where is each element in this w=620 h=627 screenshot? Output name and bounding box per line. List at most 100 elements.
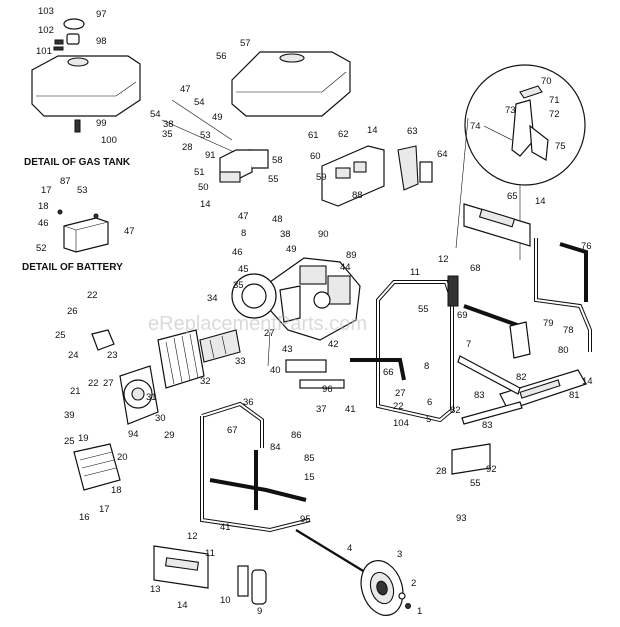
- callout-45: 45: [238, 264, 249, 275]
- callout-68: 68: [470, 263, 481, 274]
- callout-48: 48: [272, 214, 283, 225]
- wheel-assembly: [295, 529, 411, 616]
- callout-47: 47: [124, 226, 135, 237]
- callout-76: 76: [581, 241, 592, 252]
- alternator: [157, 329, 241, 389]
- rear-housing: [73, 329, 159, 491]
- callout-28: 28: [436, 466, 447, 477]
- callout-12: 12: [187, 531, 198, 542]
- callout-66: 66: [383, 367, 394, 378]
- callout-74: 74: [470, 121, 481, 132]
- callout-31: 31: [146, 392, 157, 403]
- callout-38: 38: [280, 229, 291, 240]
- caption-gas-tank-detail: DETAIL OF GAS TANK: [24, 157, 131, 168]
- callout-65: 65: [507, 191, 518, 202]
- callout-59: 59: [316, 172, 327, 183]
- callout-41: 41: [345, 404, 356, 415]
- callout-24: 24: [68, 350, 79, 361]
- battery-detail: [57, 209, 109, 253]
- gas-tank: [231, 51, 351, 117]
- callout-11: 11: [205, 548, 215, 559]
- callout-38: 38: [163, 119, 174, 130]
- callout-27: 27: [264, 328, 275, 339]
- callout-26: 26: [67, 306, 78, 317]
- callout-88: 88: [352, 190, 363, 201]
- callout-98: 98: [96, 36, 107, 47]
- callout-70: 70: [541, 76, 552, 87]
- callout-6: 6: [427, 397, 432, 408]
- callout-50: 50: [198, 182, 209, 193]
- callout-41: 41: [220, 522, 231, 533]
- callout-14: 14: [535, 196, 546, 207]
- callout-27: 27: [103, 378, 114, 389]
- callout-34: 34: [207, 293, 218, 304]
- callout-96: 96: [322, 384, 333, 395]
- callout-47: 47: [238, 211, 249, 222]
- callout-92: 92: [486, 464, 497, 475]
- callout-2: 2: [411, 578, 416, 589]
- callout-62: 62: [338, 129, 349, 140]
- callout-101: 101: [36, 46, 52, 57]
- callout-27: 27: [395, 388, 406, 399]
- callout-1: 1: [417, 606, 422, 617]
- callout-99: 99: [96, 118, 107, 129]
- callout-33: 33: [235, 356, 246, 367]
- callout-39: 39: [64, 410, 75, 421]
- callout-22: 22: [87, 290, 98, 301]
- callout-10: 10: [220, 595, 231, 606]
- callout-29: 29: [164, 430, 175, 441]
- watermark: eReplacementParts.com: [148, 313, 367, 335]
- callout-7: 7: [466, 339, 471, 350]
- callout-28: 28: [182, 142, 193, 153]
- gas-tank-detail: [31, 18, 141, 133]
- callout-49: 49: [212, 112, 223, 123]
- callout-47: 47: [180, 84, 191, 95]
- side-panels: [153, 203, 587, 589]
- callout-73: 73: [505, 105, 516, 116]
- callout-32: 32: [200, 376, 211, 387]
- callout-75: 75: [555, 141, 566, 152]
- callout-83: 83: [482, 420, 493, 431]
- callout-54: 54: [150, 109, 161, 120]
- callout-13: 13: [150, 584, 161, 595]
- callout-72: 72: [549, 109, 560, 120]
- bracket-assembly: [161, 99, 269, 183]
- callout-11: 11: [410, 267, 420, 278]
- callout-4: 4: [347, 543, 352, 554]
- callout-14: 14: [367, 125, 378, 136]
- callout-3: 3: [397, 549, 402, 560]
- callout-93: 93: [456, 513, 467, 524]
- callout-12: 12: [438, 254, 449, 265]
- callout-90: 90: [318, 229, 329, 240]
- callout-100: 100: [101, 135, 117, 146]
- callout-25: 25: [55, 330, 66, 341]
- callout-69: 69: [457, 310, 468, 321]
- callout-56: 56: [216, 51, 227, 62]
- callout-36: 36: [243, 397, 254, 408]
- callout-54: 54: [194, 97, 205, 108]
- misc-parts: [237, 275, 459, 605]
- callout-5: 5: [426, 414, 431, 425]
- callout-78: 78: [563, 325, 574, 336]
- callout-87: 87: [60, 176, 71, 187]
- callout-35: 35: [162, 129, 173, 140]
- callout-20: 20: [117, 452, 128, 463]
- callout-97: 97: [96, 9, 107, 20]
- callout-53: 53: [77, 185, 88, 196]
- callout-14: 14: [582, 376, 593, 387]
- callout-55: 55: [470, 478, 481, 489]
- callout-82: 82: [450, 405, 461, 416]
- callout-35: 35: [233, 280, 244, 291]
- callout-16: 16: [79, 512, 90, 523]
- callout-86: 86: [291, 430, 302, 441]
- callout-95: 95: [300, 514, 311, 525]
- callout-55: 55: [268, 174, 279, 185]
- callout-15: 15: [304, 472, 315, 483]
- callout-14: 14: [200, 199, 211, 210]
- callout-71: 71: [549, 95, 560, 106]
- callout-17: 17: [41, 185, 52, 196]
- callout-104: 104: [393, 418, 409, 429]
- callout-51: 51: [194, 167, 205, 178]
